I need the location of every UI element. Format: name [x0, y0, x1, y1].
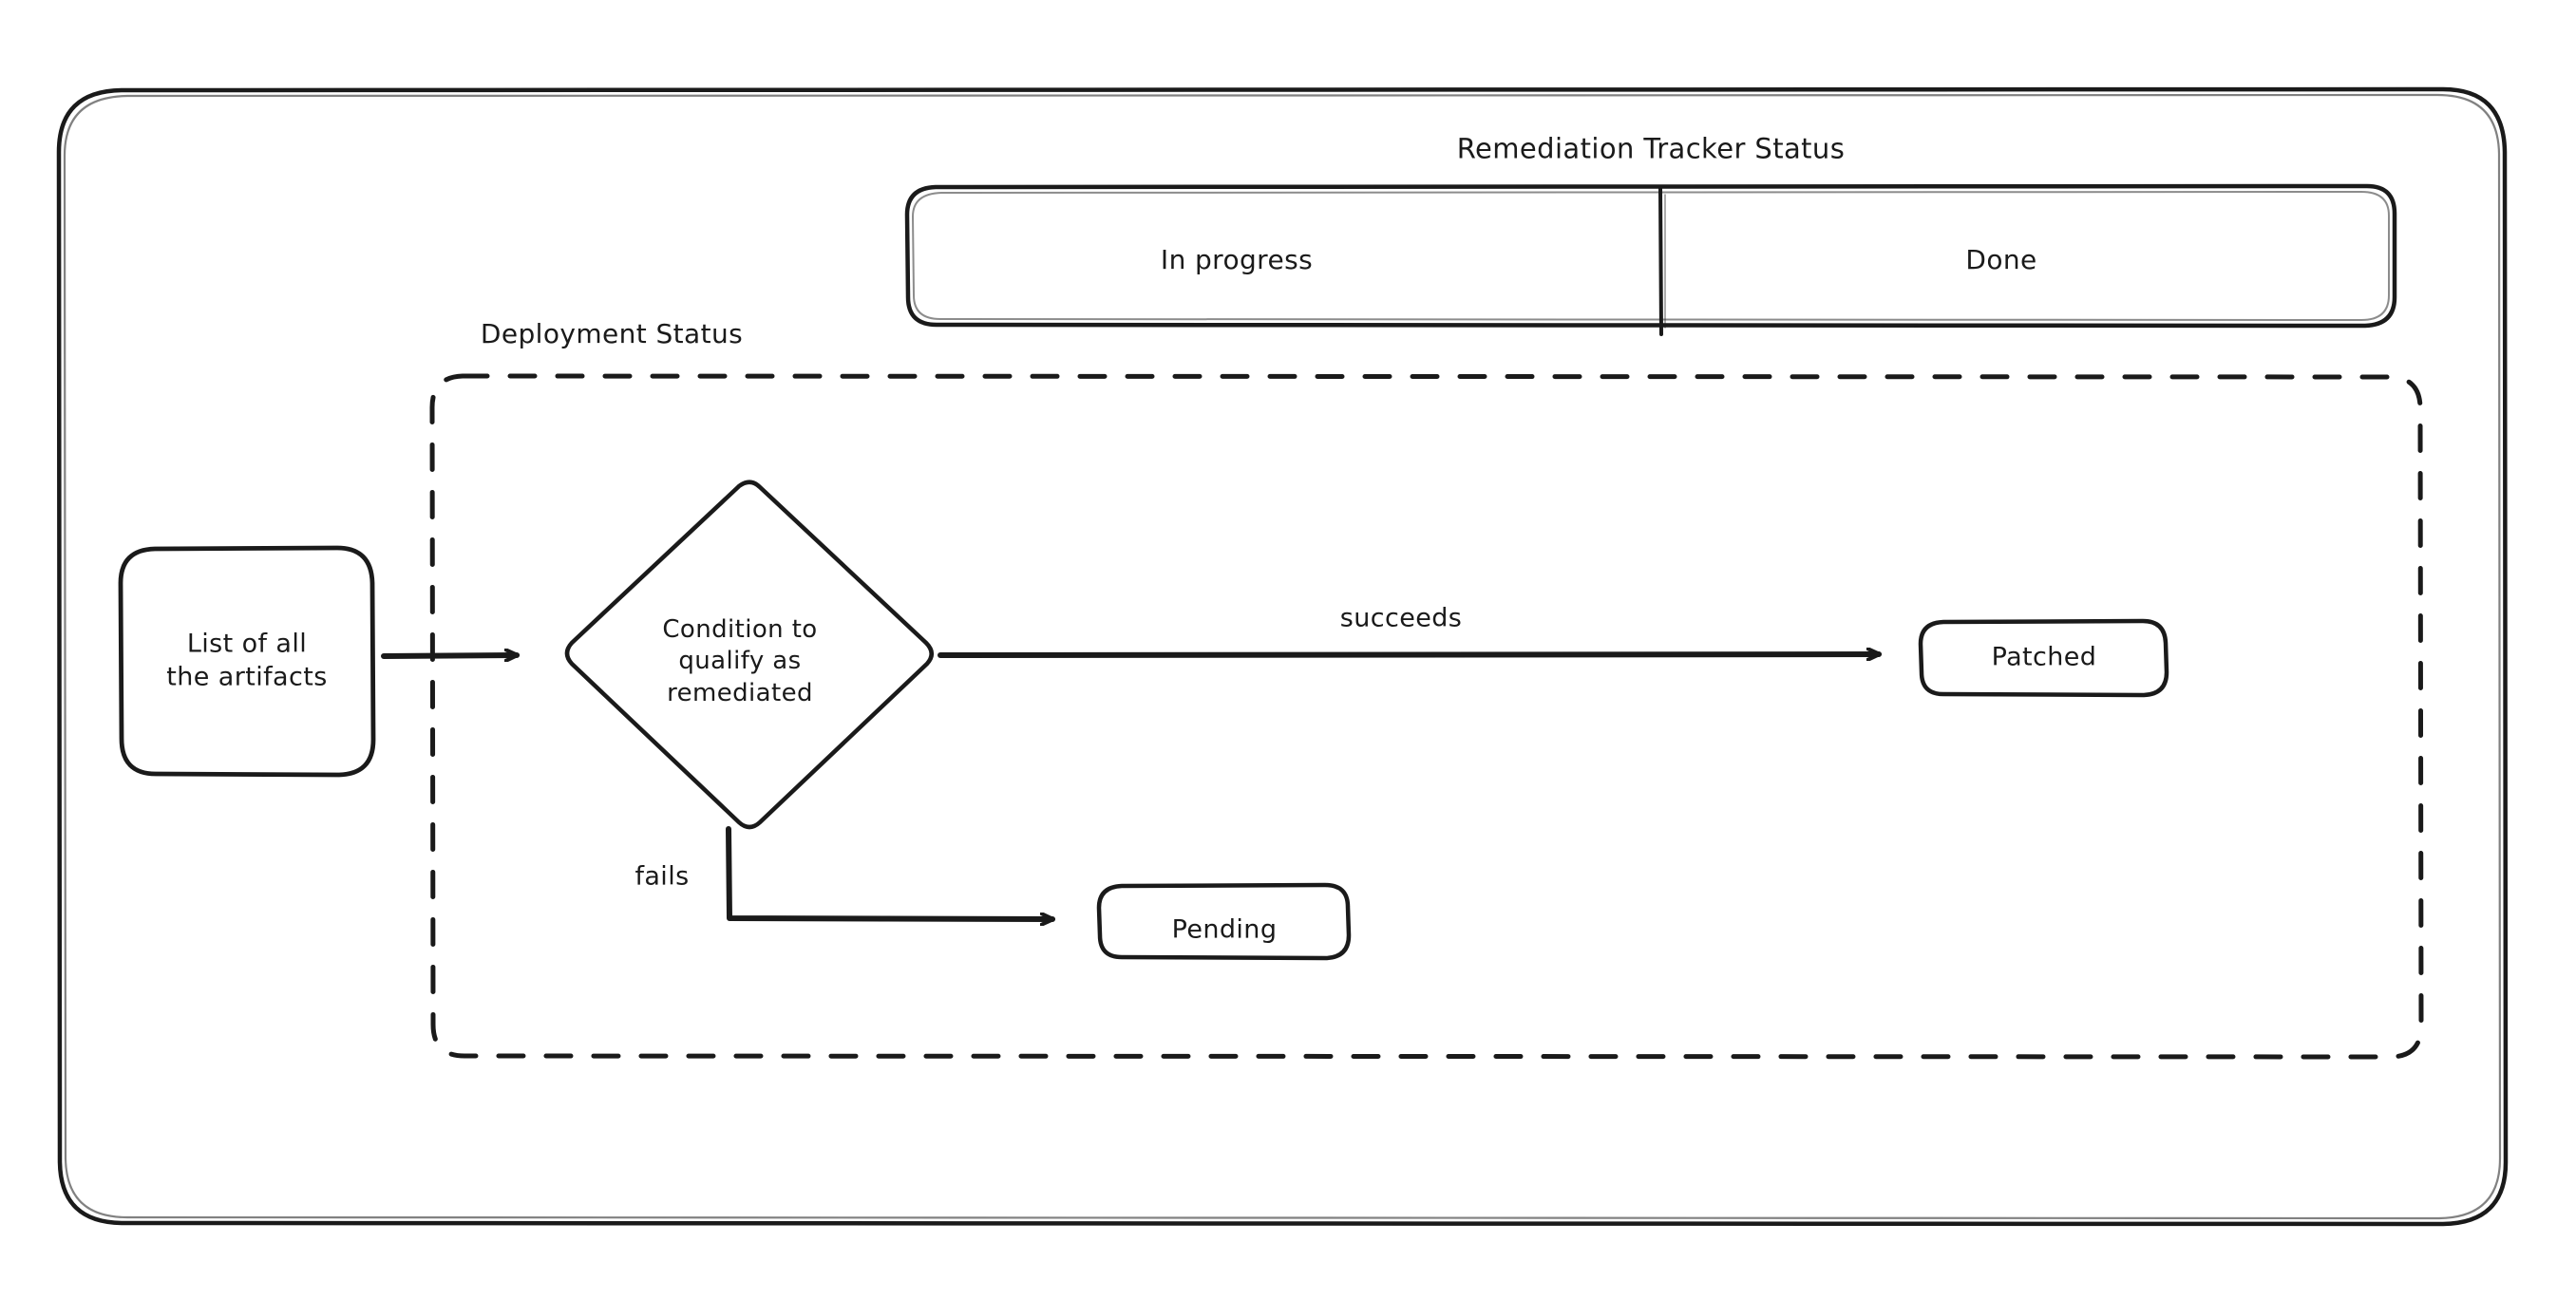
condition-node-label[interactable]: Condition to qualify as remediated	[662, 615, 818, 707]
patched-node-label[interactable]: Patched	[1991, 642, 2097, 672]
swimlane-box	[904, 183, 2397, 329]
edge-condition-fails	[726, 826, 1055, 919]
outer-frame	[56, 86, 2509, 1227]
edge-condition-succeeds	[938, 654, 1882, 655]
swimlane-title: Remediation Tracker Status	[1456, 132, 1846, 165]
swimlane-divider	[1658, 186, 1666, 336]
deployment-status-group-label: Deployment Status	[480, 318, 744, 350]
pending-node-label[interactable]: Pending	[1171, 914, 1278, 945]
pending-node-shape	[1096, 882, 1352, 961]
edge-artifacts-to-condition	[381, 655, 520, 656]
swimlane-lane-in-progress[interactable]: In progress	[1160, 244, 1314, 276]
condition-diamond-shape	[564, 480, 934, 830]
edge-label-succeeds: succeeds	[1339, 603, 1463, 633]
artifacts-node-label[interactable]: List of all the artifacts	[166, 629, 328, 691]
artifacts-node-shape	[118, 545, 376, 778]
swimlane-lane-done[interactable]: Done	[1965, 244, 2037, 276]
deployment-status-group-border	[429, 373, 2424, 1060]
patched-node-shape	[1918, 618, 2169, 698]
edge-label-fails: fails	[635, 861, 690, 892]
